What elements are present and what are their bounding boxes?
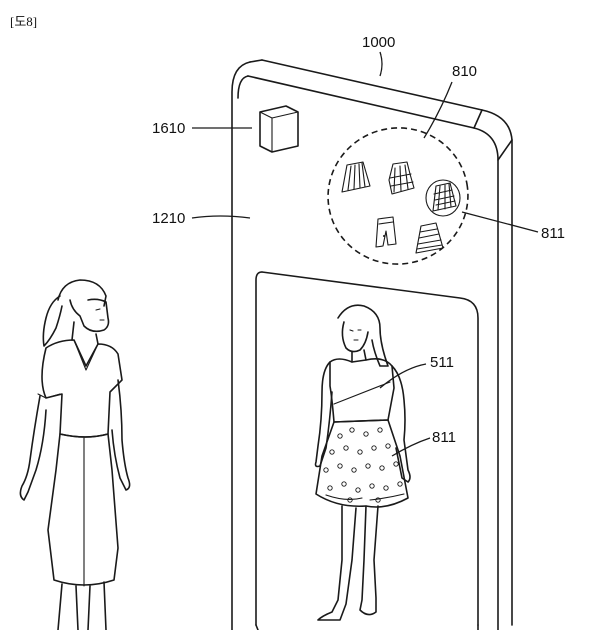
leader-811-worn <box>391 437 431 457</box>
ref-selected-item: 811 <box>541 225 565 242</box>
ref-worn-item: 811 <box>432 429 456 446</box>
ref-top-garment: 511 <box>430 354 454 371</box>
skirt-icon-pleated[interactable] <box>341 161 371 193</box>
device-front-left-edge <box>231 61 251 630</box>
leader-lines <box>191 51 539 457</box>
selection-circle <box>425 179 461 217</box>
device-front-right-edge <box>247 75 499 630</box>
display-panel <box>255 271 479 630</box>
ref-display: 1210 <box>152 210 185 227</box>
mirror-device <box>231 59 513 630</box>
ref-camera: 1610 <box>152 120 185 137</box>
leader-511 <box>379 363 427 389</box>
garment-icon-short[interactable] <box>375 216 397 248</box>
figure-label: [도8] <box>10 14 37 29</box>
leader-811-menu <box>461 211 539 233</box>
skirt-icon-striped[interactable] <box>415 222 444 254</box>
reflected-figure <box>314 304 411 621</box>
leader-810 <box>423 81 453 139</box>
skirt-icon-tiered[interactable] <box>388 161 415 195</box>
clothing-menu <box>327 127 469 265</box>
leader-1210 <box>191 215 251 219</box>
user-figure <box>19 279 131 630</box>
device-back-edge <box>261 59 513 626</box>
skirt-icon-plaid-selected[interactable] <box>425 179 461 217</box>
camera-module <box>259 105 299 153</box>
ref-device: 1000 <box>362 34 395 51</box>
menu-dashed-boundary <box>327 127 469 265</box>
ref-menu: 810 <box>452 63 477 80</box>
leader-1000 <box>379 51 383 77</box>
